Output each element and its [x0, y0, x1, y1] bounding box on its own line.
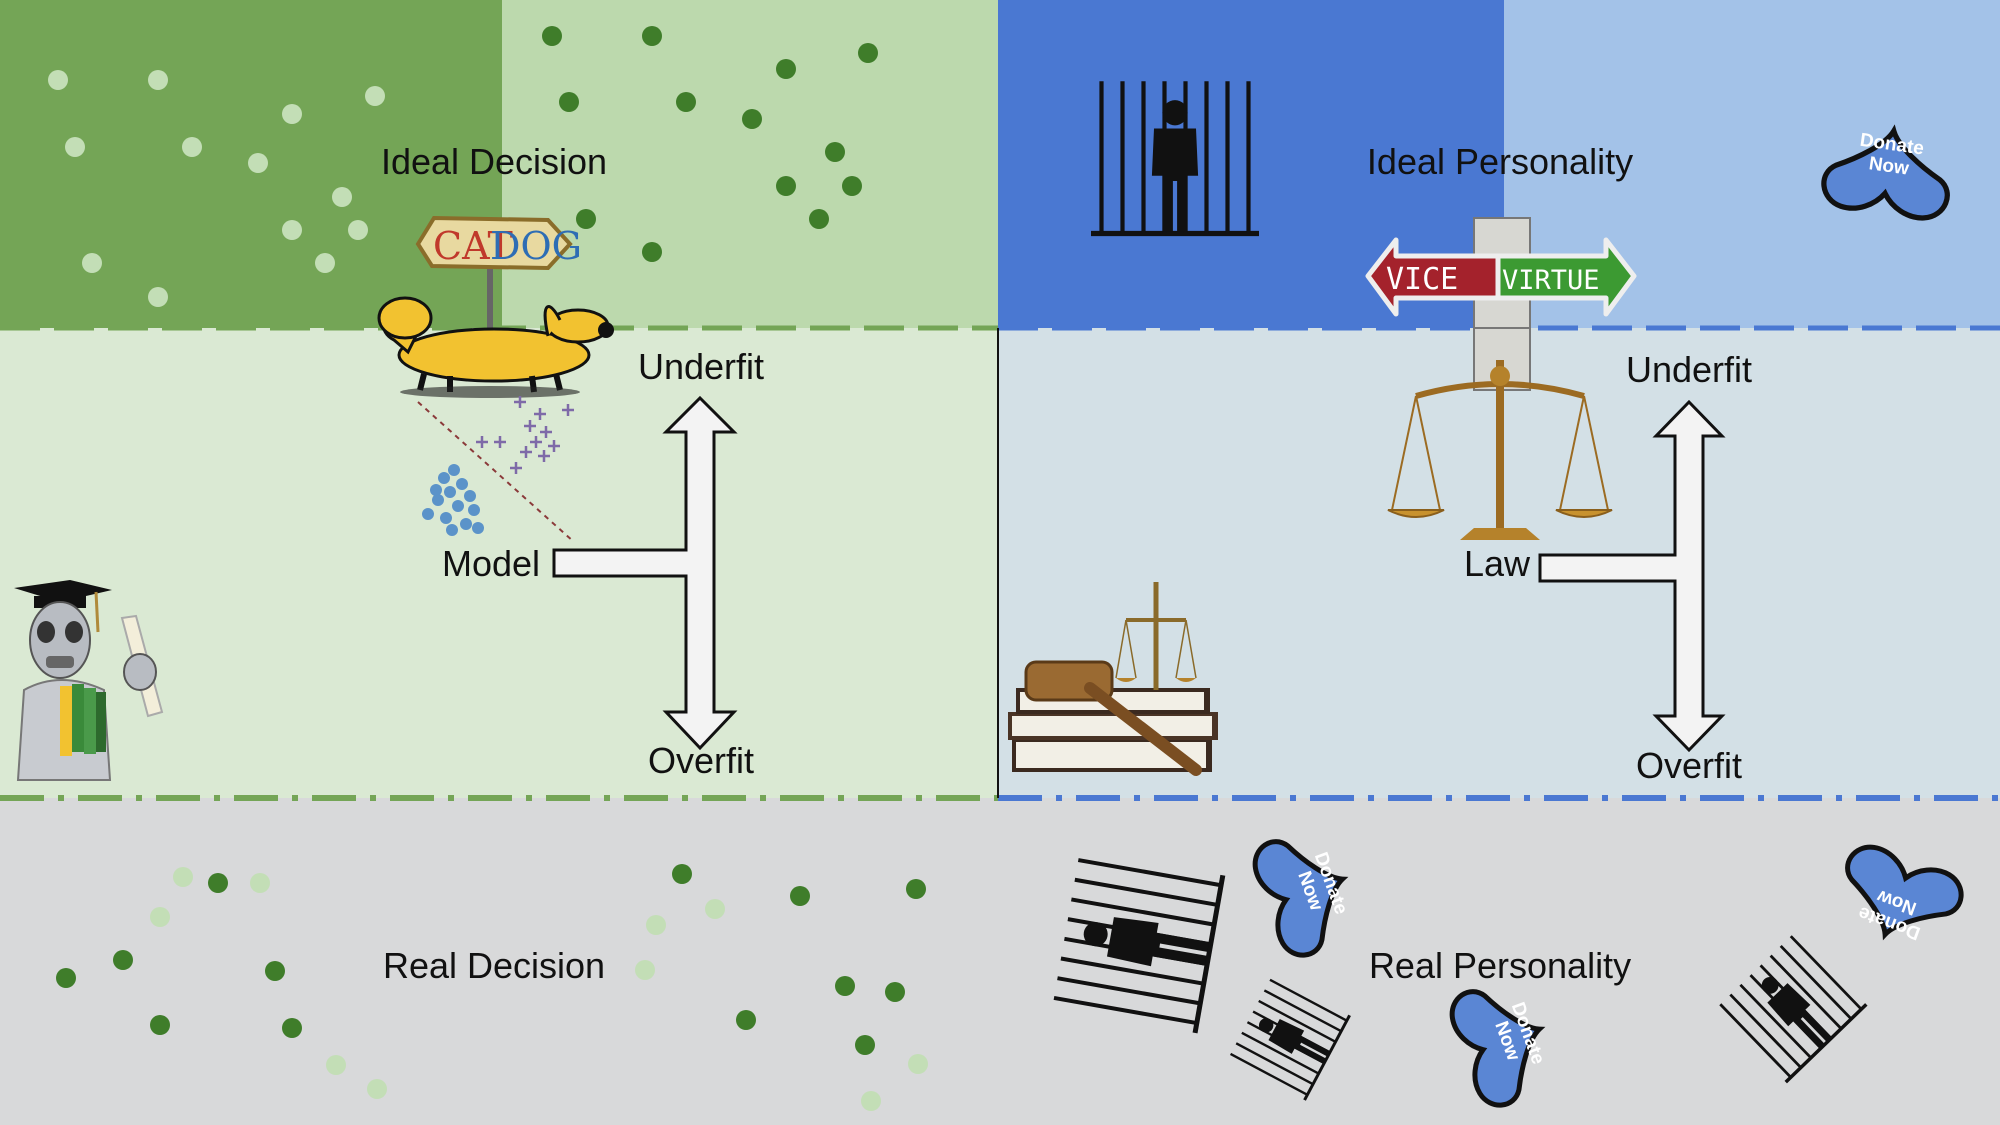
- scales-of-justice-icon: [1387, 327, 1613, 540]
- ideal-decision-dots-dark: [542, 26, 878, 262]
- model-label: Model: [442, 543, 541, 584]
- signpost-icon: VICE VIRTUE: [1365, 217, 1637, 329]
- ideal-personality-title: Ideal Personality: [1366, 141, 1634, 182]
- law-label: Law: [1464, 543, 1531, 584]
- catdog-sign-left: CAT: [433, 224, 513, 268]
- graduate-robot-icon: [14, 580, 164, 781]
- ideal-decision-light-region: [502, 0, 998, 328]
- real-region: [0, 798, 2000, 1125]
- real-personality-title: Real Personality: [1368, 945, 1632, 986]
- model-region: [0, 328, 998, 798]
- catdog-sign-right: DOG: [490, 224, 582, 268]
- ideal-decision-dots-light: [48, 70, 385, 307]
- catdog-icon: CAT DOG: [377, 215, 614, 398]
- gavel-books-icon: [1008, 582, 1218, 776]
- vice-sign-label: VICE: [1386, 262, 1458, 297]
- underfit-overfit-arrow-right: [1538, 399, 1726, 753]
- scatter-plot-icon: [417, 396, 575, 543]
- virtue-sign-label: VIRTUE: [1502, 265, 1600, 296]
- overfit-label-left: Overfit: [647, 740, 755, 781]
- underfit-overfit-arrow-left: [552, 395, 738, 751]
- real-decision-title: Real Decision: [382, 945, 606, 986]
- underfit-label-right: Underfit: [1625, 349, 1753, 390]
- real-decision-dots-dark: [56, 864, 926, 1055]
- real-decision-dots-light: [150, 867, 928, 1111]
- ideal-decision-title: Ideal Decision: [380, 141, 608, 182]
- overfit-label-right: Overfit: [1635, 745, 1743, 786]
- underfit-label-left: Underfit: [637, 346, 765, 387]
